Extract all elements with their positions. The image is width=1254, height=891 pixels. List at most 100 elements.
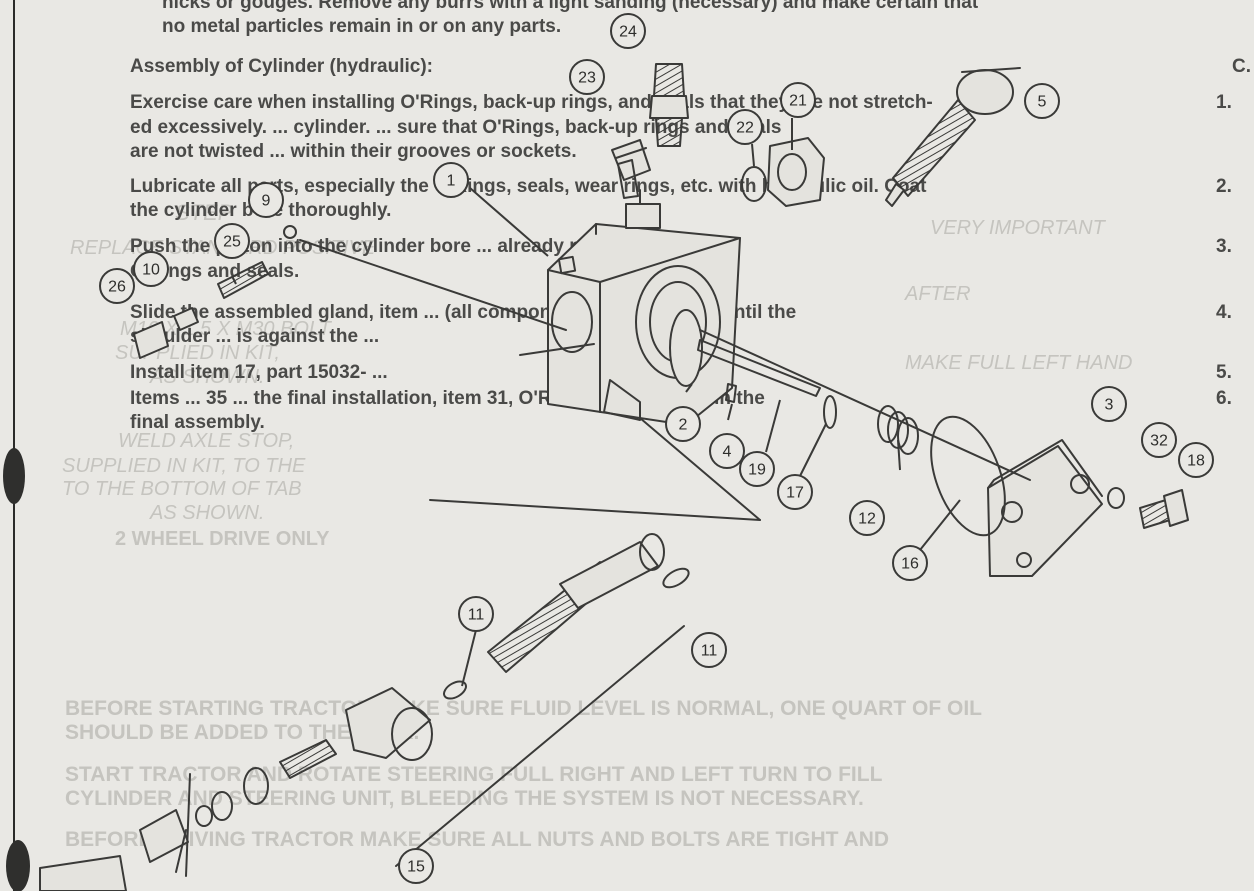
step-number: 1. [1216, 92, 1232, 113]
binding-edge [3, 0, 30, 891]
bleed-very-important: VERY IMPORTANT [930, 217, 1105, 239]
bleed-as-shown2: AS SHOWN. [150, 502, 265, 524]
callout-10 [133, 251, 169, 287]
bleed-after: AFTER [905, 283, 971, 305]
callout-24 [610, 13, 646, 49]
step-number: 3. [1216, 236, 1232, 257]
small-nut [173, 307, 199, 331]
bleed-should: SHOULD BE ADDED TO THE TANK. [65, 721, 420, 744]
step-number: 5. [1216, 362, 1232, 383]
callout-25 [214, 223, 250, 259]
callout-19 [739, 451, 775, 487]
end-cap [987, 439, 1103, 577]
bleed-cylinder: CYLINDER AND STEERING UNIT, BLEEDING THE… [65, 787, 864, 810]
callout-23-label: 23 [578, 70, 596, 87]
plug [133, 321, 169, 359]
callout-32-label: 32 [1150, 433, 1168, 450]
lower-spring [279, 739, 337, 779]
step-number: 4. [1216, 302, 1232, 323]
callout-26 [99, 268, 135, 304]
callout-17 [777, 474, 813, 510]
seal-ring [741, 166, 767, 202]
callout-9-label: 9 [262, 193, 271, 210]
bolt-head [1163, 489, 1189, 527]
callout-1-label: 1 [447, 173, 456, 190]
ball [283, 225, 297, 239]
callout-2 [665, 406, 701, 442]
callout-11-label: 11 [468, 607, 485, 624]
straight-fitting [649, 63, 689, 147]
bleed-as-shown: AS SHOWN. [150, 366, 265, 388]
cylinder-head-body [547, 189, 741, 426]
step-text: Exercise care when installing O'Rings, b… [130, 92, 933, 113]
spacer [243, 767, 269, 805]
callout-10-label: 10 [142, 262, 160, 279]
o-ring-small [662, 567, 690, 589]
step-text: Push the piston into the cylinder bore .… [130, 236, 705, 257]
piston-rod [697, 339, 821, 397]
step-number: 6. [1216, 388, 1232, 409]
washer [1107, 487, 1125, 509]
callout-26-label: 26 [108, 279, 126, 296]
rod-end [885, 67, 1021, 207]
bleed-weld: WELD AXLE STOP, [118, 430, 295, 452]
callout-16 [892, 545, 928, 581]
callout-16-label: 16 [901, 556, 919, 573]
hex-nut-bore [777, 153, 807, 191]
step-text: shoulder ... is against the ... [130, 326, 380, 347]
step-text: final assembly. [130, 412, 265, 433]
callout-25-label: 25 [223, 234, 241, 251]
callout-4 [709, 433, 745, 469]
o-ring-small [443, 680, 467, 700]
callout-22-label: 22 [736, 120, 754, 137]
bleed-supplied2: SUPPLIED IN KIT, TO THE [62, 455, 306, 477]
callout-23 [569, 59, 605, 95]
step-text: ed excessively. ... cylinder. ... sure t… [130, 117, 782, 138]
callout-12 [849, 500, 885, 536]
callout-21 [780, 82, 816, 118]
threaded-stud [217, 261, 269, 299]
callout-3 [1091, 386, 1127, 422]
callout-11 [691, 632, 727, 668]
callout-18 [1178, 442, 1214, 478]
bleed-before: BEFORE STARTING TRACTOR MAKE SURE FLUID … [65, 697, 983, 720]
callout-1 [433, 162, 469, 198]
bleed-to-bottom: TO THE BOTTOM OF TAB [62, 478, 302, 500]
callout-3-label: 3 [1105, 397, 1114, 414]
section-heading: Assembly of Cylinder (hydraulic): [130, 56, 434, 77]
step-text: Lubricate all parts, especially the O'Ri… [130, 176, 927, 197]
section-letter: C. [1232, 56, 1251, 77]
piston-disc [669, 309, 703, 387]
bleed-two-wheel: 2 WHEEL DRIVE ONLY [115, 528, 330, 550]
yoke [39, 855, 127, 891]
bleed-make-full: MAKE FULL LEFT HAND [905, 352, 1133, 374]
callout-32 [1141, 422, 1177, 458]
callout-19-label: 19 [748, 462, 766, 479]
text-top-line: nicks or gouges. Remove any burrs with a… [162, 0, 979, 13]
callout-24-label: 24 [619, 24, 637, 41]
gland-nut [345, 687, 431, 759]
hex-nut [767, 137, 825, 207]
callout-11 [458, 596, 494, 632]
valve-spool [487, 533, 665, 673]
callout-9 [248, 182, 284, 218]
step-text: are not twisted ... within their grooves… [130, 141, 577, 162]
callout-22 [727, 109, 763, 145]
callout-5-label: 5 [1038, 94, 1047, 111]
callout-11-label: 11 [701, 643, 718, 660]
callout-4-label: 4 [723, 444, 732, 461]
bleed-bolt: M10 X 1.5 X M30 BOLT [120, 318, 331, 340]
step-number: 2. [1216, 176, 1232, 197]
callout-17-label: 17 [786, 485, 804, 502]
callout-15 [398, 848, 434, 884]
text-line2: no metal particles remain in or on any p… [162, 16, 562, 37]
callout-12-label: 12 [858, 511, 876, 528]
callout-21-label: 21 [789, 93, 807, 110]
callout-5 [1024, 83, 1060, 119]
step-text: Install item 17, part 15032- ... [130, 362, 388, 383]
callout-18-label: 18 [1187, 453, 1205, 470]
callout-15-label: 15 [407, 859, 425, 876]
bleed-start: START TRACTOR AND ROTATE STEERING FULL R… [65, 763, 883, 786]
bleed-before-driving: BEFORE DRIVING TRACTOR MAKE SURE ALL NUT… [65, 828, 890, 851]
